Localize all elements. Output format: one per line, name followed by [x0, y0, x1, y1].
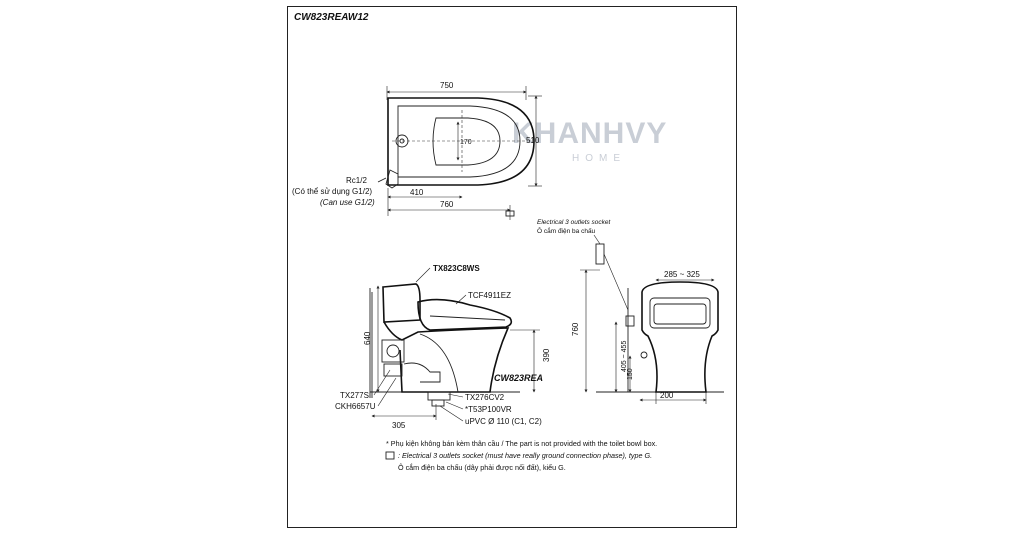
- top-dim-length: 750: [440, 81, 454, 90]
- part-t53: *T53P100VR: [465, 405, 512, 414]
- watermark-brand: KHANHVY: [512, 117, 667, 150]
- notes: * Phụ kiện không bán kèm thân cầu / The …: [385, 439, 657, 472]
- seat-part: TCF4911EZ: [468, 291, 511, 300]
- socket-symbol-icon: [385, 451, 395, 460]
- supply-thread: Rc1/2: [346, 176, 367, 185]
- flange-part: CKH6657U: [335, 402, 376, 411]
- front-dim-405-455: 405 ~ 455: [621, 341, 628, 372]
- socket-icon: [595, 243, 605, 265]
- front-dim-285-325: 285 ~ 325: [664, 270, 700, 279]
- top-view: 750 510 170 410 760 Rc1/2 (Có thể sử dụn…: [292, 81, 542, 220]
- note-2-vi: Ô cắm điện ba chấu (dây phải được nối đấ…: [398, 463, 566, 472]
- pipe-spec: uPVC Ø 110 (C1, C2): [465, 417, 542, 426]
- side-dim-390: 390: [542, 348, 551, 362]
- top-dim-170: 170: [460, 139, 472, 146]
- side-dim-640: 640: [363, 331, 372, 345]
- part-tx276: TX276CV2: [465, 393, 505, 402]
- model-code: CW823REAW12: [294, 12, 369, 23]
- top-dim-410: 410: [410, 188, 424, 197]
- front-dim-150: 150: [627, 368, 634, 380]
- body-model: CW823REA: [494, 373, 543, 383]
- side-view: 640 390 305 TX823C8WS TCF4911EZ CW823REA…: [335, 264, 551, 430]
- supply-note-vi: (Có thể sử dụng G1/2): [292, 187, 372, 196]
- front-dim-760: 760: [571, 322, 580, 336]
- watermark-sub: HOME: [572, 153, 626, 164]
- socket-label-vi: Ô cắm điện ba chấu: [537, 226, 596, 235]
- note-1: * Phụ kiện không bán kèm thân cầu / The …: [386, 439, 657, 448]
- note-2-en: : Electrical 3 outlets socket (must have…: [398, 451, 652, 460]
- tank-part: TX823C8WS: [433, 264, 480, 273]
- valve-part: TX277S: [340, 391, 369, 400]
- top-dim-760: 760: [440, 200, 454, 209]
- supply-note-en: (Can use G1/2): [320, 198, 375, 207]
- front-view: Electrical 3 outlets socket Ô cắm điện b…: [537, 219, 724, 404]
- front-dim-200: 200: [660, 391, 674, 400]
- top-dim-width: 510: [526, 136, 540, 145]
- socket-label-en: Electrical 3 outlets socket: [537, 219, 612, 226]
- side-dim-305: 305: [392, 421, 406, 430]
